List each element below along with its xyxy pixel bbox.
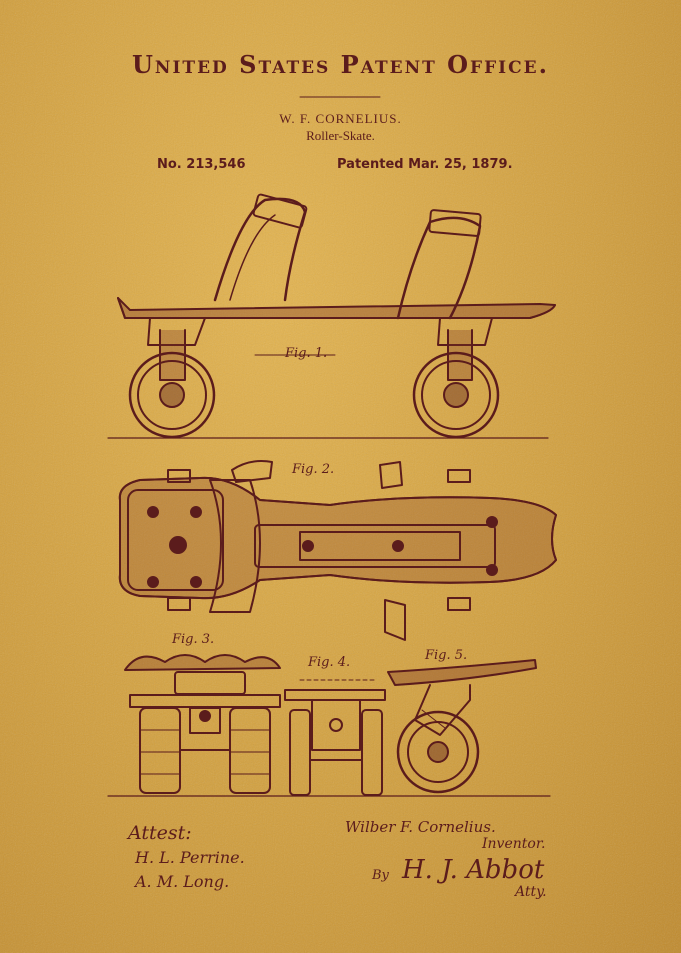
witness-signature-1: H. L. Perrine. (135, 848, 245, 867)
inventor-signature: Wilber F. Cornelius. (345, 818, 496, 836)
header-title: United States Patent Office. (132, 50, 549, 79)
fig2-top-view (118, 460, 557, 641)
fig5-label: Fig. 5. (425, 648, 468, 663)
fig2-label: Fig. 2. (292, 462, 335, 477)
fig4-label: Fig. 4. (308, 655, 351, 670)
fig4-section-view (284, 679, 386, 796)
patent-date: Patented Mar. 25, 1879. (337, 157, 513, 172)
fig5-wheel-detail (387, 659, 537, 794)
fig1-label: Fig. 1. (285, 346, 328, 361)
fig3-label: Fig. 3. (172, 632, 215, 647)
attorney-role: Atty. (515, 884, 547, 900)
attorney-signature: H. J. Abbot (402, 855, 545, 885)
fig3-end-view (124, 654, 281, 794)
inventor-name: W. F. CORNELIUS. (279, 111, 402, 126)
fig1-side-view (107, 193, 556, 439)
attest-label: Attest: (128, 822, 192, 844)
by-label: By (372, 868, 389, 883)
patent-number: No. 213,546 (157, 157, 246, 172)
inventor-role: Inventor. (482, 836, 546, 852)
witness-signature-2: A. M. Long. (135, 872, 230, 891)
invention-title: Roller-Skate. (306, 128, 375, 143)
